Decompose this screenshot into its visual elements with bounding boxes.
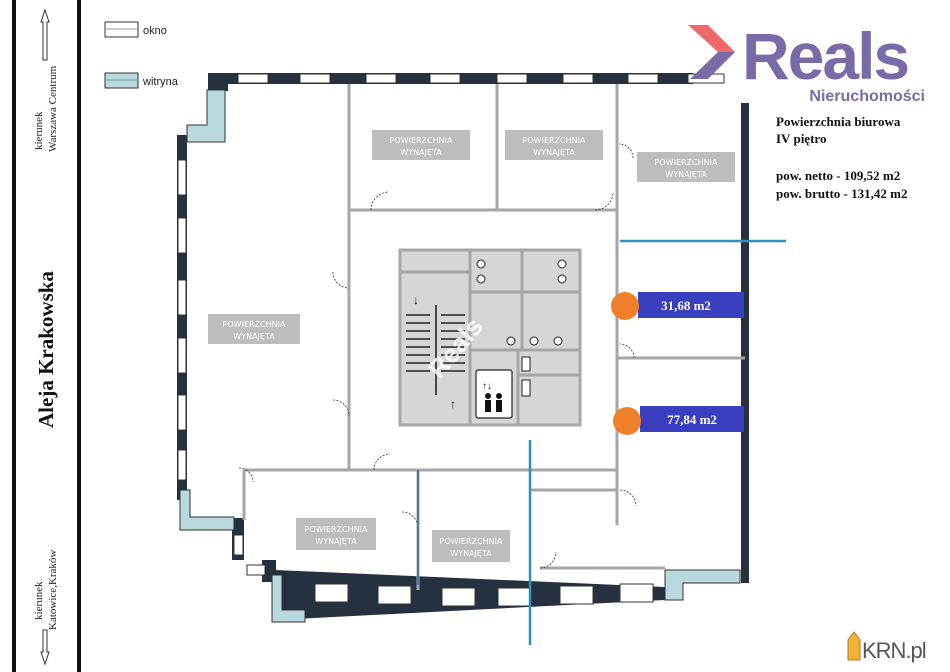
info-gross-area: pow. brutto - 131,42 m2 bbox=[776, 186, 907, 201]
street-edge-right bbox=[77, 0, 81, 672]
svg-text:POWIERZCHNIA: POWIERZCHNIA bbox=[440, 537, 503, 546]
available-unit-1[interactable]: 31,68 m2 bbox=[611, 292, 744, 320]
house-icon bbox=[847, 631, 861, 661]
elevator-icon: ↑↓ bbox=[475, 369, 513, 419]
svg-text:WYNAJĘTA: WYNAJĘTA bbox=[665, 170, 707, 179]
logo-chevron-top bbox=[688, 25, 735, 52]
direction-south-line2: Katowice,Kraków bbox=[47, 550, 59, 630]
direction-south-line1: kierunek bbox=[33, 581, 45, 620]
svg-text:WYNAJĘTA: WYNAJĘTA bbox=[400, 148, 442, 157]
svg-text:WYNAJĘTA: WYNAJĘTA bbox=[450, 549, 492, 558]
unit-area: 77,84 m2 bbox=[667, 412, 717, 427]
street-name: Aleja Krakowska bbox=[34, 271, 58, 428]
unit-area-badge bbox=[640, 406, 744, 432]
room-label: POWIERZCHNIA WYNAJĘTA bbox=[372, 130, 470, 160]
room-label: POWIERZCHNIA WYNAJĘTA bbox=[208, 314, 300, 344]
svg-text:WYNAJĘTA: WYNAJĘTA bbox=[233, 332, 275, 341]
svg-text:POWIERZCHNIA: POWIERZCHNIA bbox=[523, 136, 586, 145]
arrow-up-icon bbox=[40, 8, 50, 61]
info-net-area: pow. netto - 109,52 m2 bbox=[776, 168, 900, 183]
svg-text:WYNAJĘTA: WYNAJĘTA bbox=[315, 537, 357, 546]
street-edge-left bbox=[12, 0, 16, 672]
unit-area: 31,68 m2 bbox=[661, 298, 711, 313]
legend-window: okno bbox=[104, 21, 167, 38]
room-label: POWIERZCHNIA WYNAJĘTA bbox=[505, 130, 603, 160]
reals-logo: Reals Nieruchomości bbox=[688, 19, 925, 105]
direction-north-line2: Warszawa Centrum bbox=[47, 65, 59, 152]
svg-text:POWIERZCHNIA: POWIERZCHNIA bbox=[390, 136, 453, 145]
arrow-up-stairs-icon: ↑ bbox=[450, 397, 456, 411]
logo-subtitle: Nieruchomości bbox=[809, 88, 925, 105]
svg-text:POWIERZCHNIA: POWIERZCHNIA bbox=[223, 320, 286, 329]
room-label: POWIERZCHNIA WYNAJĘTA bbox=[432, 530, 510, 562]
room-label: POWIERZCHNIA WYNAJĘTA bbox=[296, 518, 376, 550]
toilet-icons bbox=[476, 259, 567, 397]
legend-storefront-label: witryna bbox=[142, 76, 179, 88]
svg-text:POWIERZCHNIA: POWIERZCHNIA bbox=[655, 158, 718, 167]
legend-storefront: witryna bbox=[104, 72, 179, 89]
windows-left bbox=[177, 159, 266, 576]
svg-text:POWIERZCHNIA: POWIERZCHNIA bbox=[305, 525, 368, 534]
logo-chevron-bottom bbox=[690, 52, 735, 79]
windows-bottom bbox=[314, 583, 654, 607]
arrow-down-stairs-icon: ↓ bbox=[413, 293, 419, 307]
info-title: Powierzchnia biurowa bbox=[776, 114, 901, 129]
available-unit-2[interactable]: 77,84 m2 bbox=[613, 406, 744, 435]
unit-marker bbox=[611, 292, 639, 320]
building-core: ↓ ↑ ↑↓ Reals bbox=[398, 248, 582, 427]
room-label: POWIERZCHNIA WYNAJĘTA bbox=[637, 152, 735, 182]
staircase-icon bbox=[406, 305, 465, 395]
logo-brand: Reals bbox=[742, 19, 908, 93]
arrow-down-icon bbox=[40, 629, 50, 666]
storefronts bbox=[179, 89, 741, 623]
krn-logo: KRN.pl bbox=[847, 631, 927, 663]
unit-area-badge bbox=[638, 292, 744, 318]
direction-north-line1: kierunek bbox=[33, 111, 45, 150]
info-floor: IV piętro bbox=[776, 131, 826, 146]
legend-window-label: okno bbox=[143, 25, 167, 37]
property-info: Powierzchnia biurowa IV piętro pow. nett… bbox=[776, 114, 907, 201]
svg-text:↑↓: ↑↓ bbox=[482, 381, 492, 392]
unit-marker bbox=[613, 407, 641, 435]
unit-dividers bbox=[417, 239, 786, 645]
krn-text: KRN.pl bbox=[862, 638, 926, 663]
svg-text:WYNAJĘTA: WYNAJĘTA bbox=[533, 148, 575, 157]
